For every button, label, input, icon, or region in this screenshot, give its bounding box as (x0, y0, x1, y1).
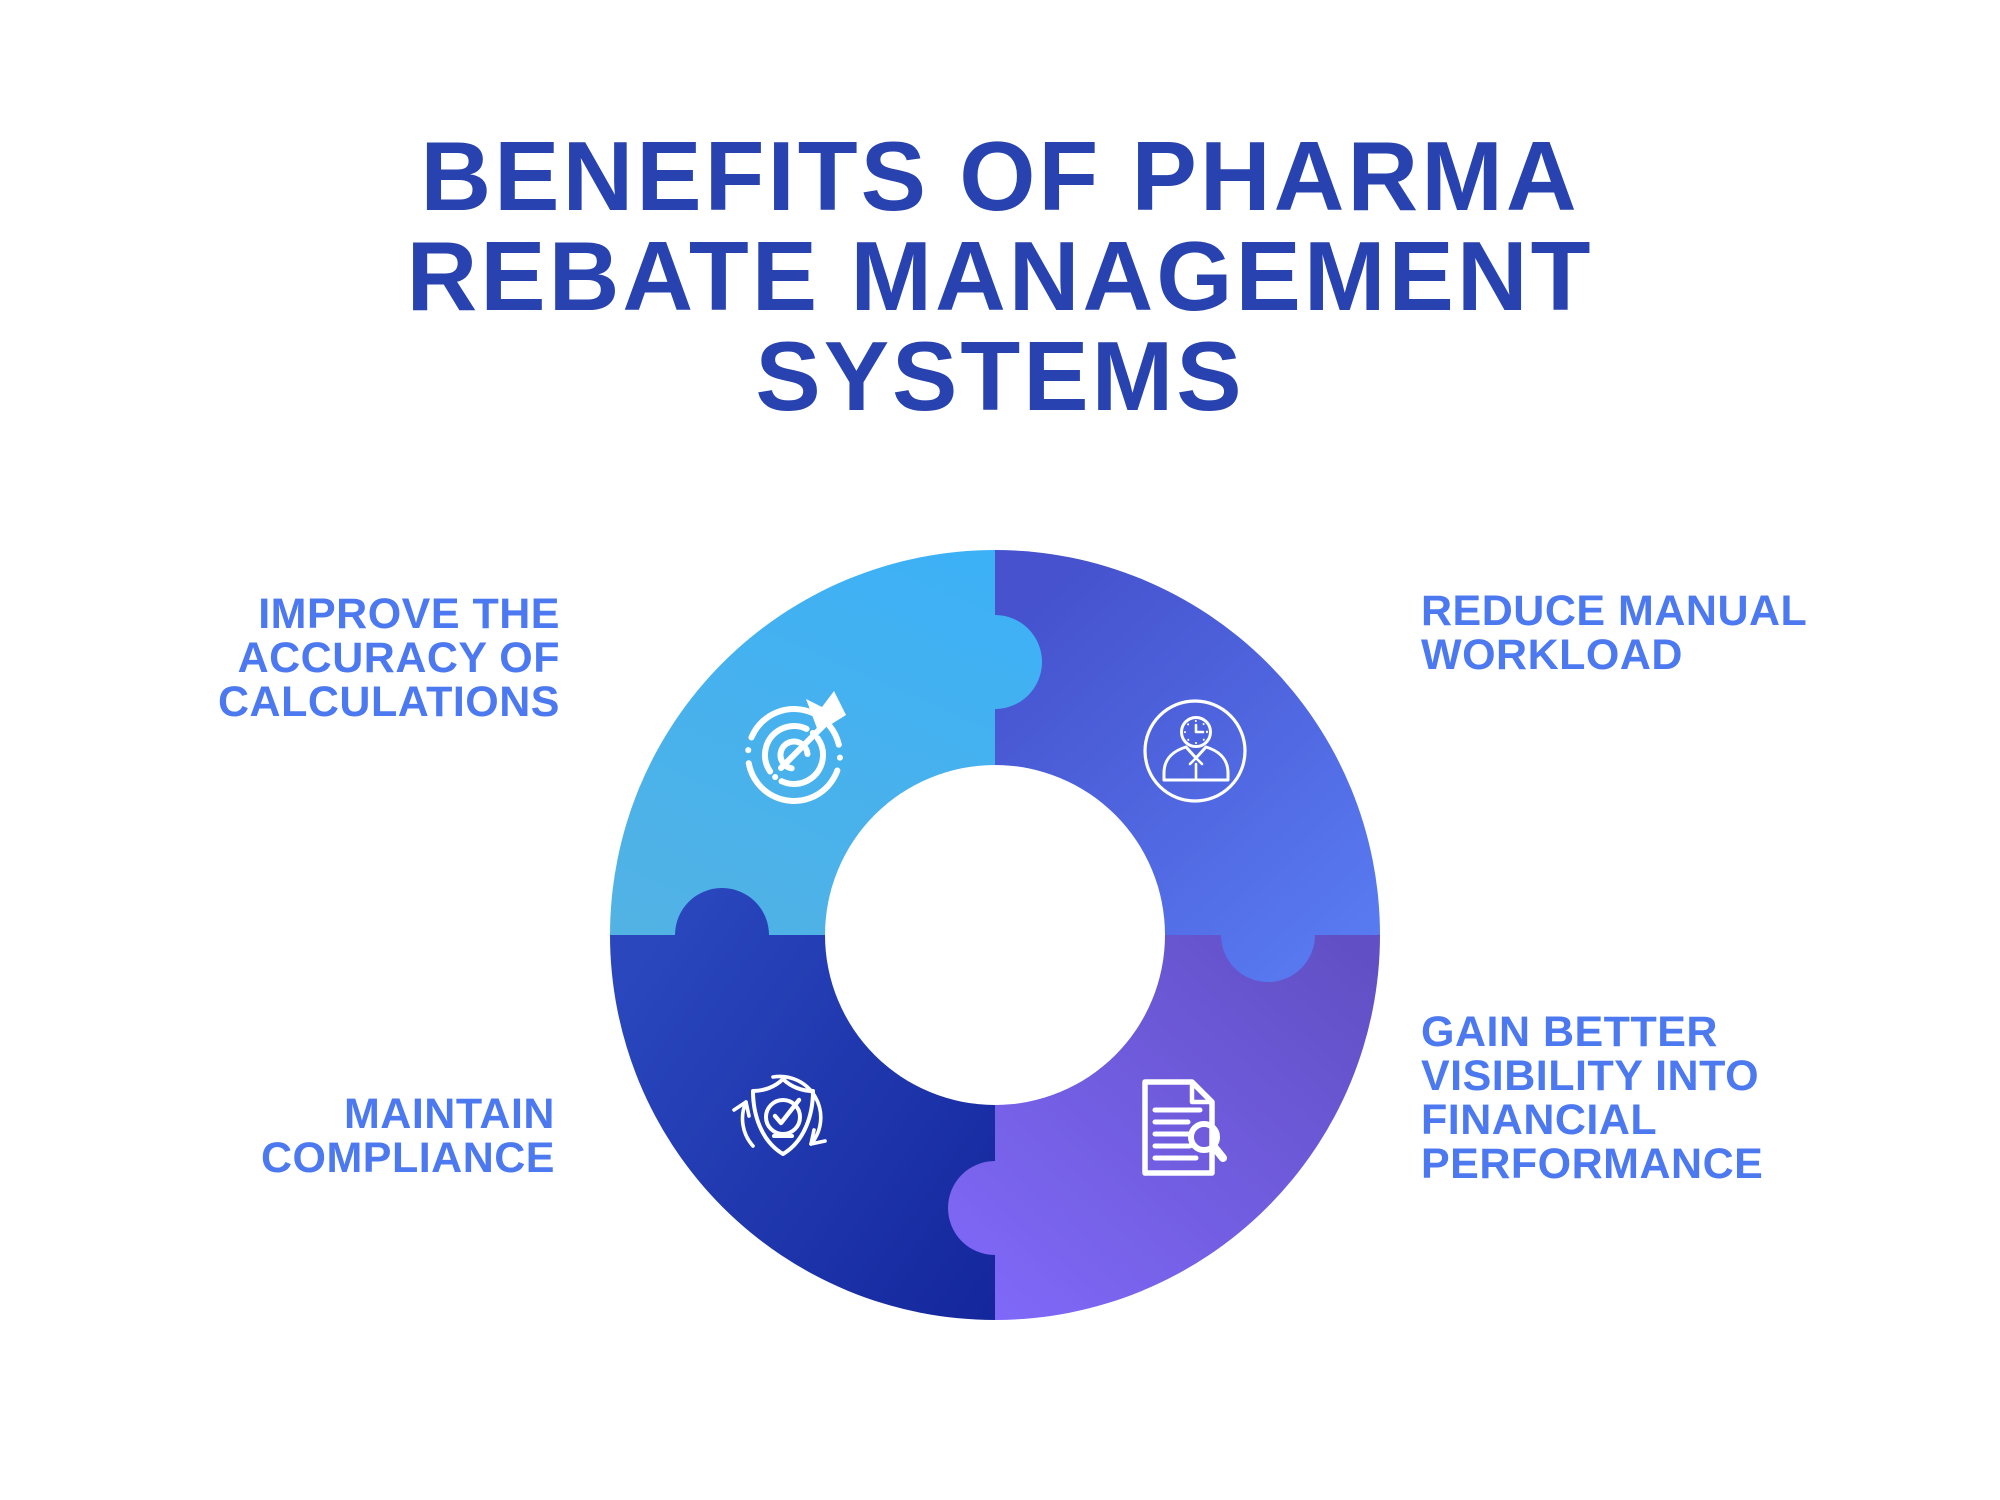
puzzle-tab-bottom (948, 1161, 1042, 1255)
shield-check-icon (732, 1074, 827, 1156)
benefit-label-line: GAIN BETTER (1421, 1008, 1718, 1056)
puzzle-tab-top (948, 615, 1042, 709)
puzzle-tab-left (675, 888, 769, 982)
benefit-label-maintain-compliance: MAINTAIN COMPLIANCE (261, 1092, 555, 1180)
benefit-label-line: ACCURACY OF (237, 634, 560, 682)
benefit-label-line: REDUCE MANUAL (1421, 587, 1808, 635)
document-search-icon (1142, 1079, 1227, 1176)
puzzle-donut-diagram (610, 550, 1380, 1320)
target-icon (745, 691, 846, 804)
benefit-label-line: VISIBILITY INTO (1421, 1052, 1760, 1100)
donut-hole (825, 765, 1165, 1105)
benefit-label-line: FINANCIAL (1421, 1096, 1658, 1144)
puzzle-tab-right (1221, 888, 1315, 982)
benefit-label-line: WORKLOAD (1421, 631, 1683, 679)
page-title-line: REBATE MANAGEMENT (406, 221, 1594, 331)
person-clock-icon (1143, 699, 1247, 803)
benefit-label-line: COMPLIANCE (260, 1134, 555, 1182)
page-title: BENEFITS OF PHARMA REBATE MANAGEMENT SYS… (0, 126, 2000, 426)
benefit-label-line: CALCULATIONS (217, 678, 560, 726)
benefit-label-gain-visibility: GAIN BETTER VISIBILITY INTO FINANCIAL PE… (1421, 1010, 1763, 1186)
benefit-label-accuracy: IMPROVE THE ACCURACY OF CALCULATIONS (218, 592, 560, 724)
benefit-label-line: MAINTAIN (343, 1090, 555, 1138)
page-title-line: SYSTEMS (755, 321, 1245, 431)
benefit-label-line: PERFORMANCE (1421, 1140, 1764, 1188)
page-title-line: BENEFITS OF PHARMA (420, 121, 1580, 231)
benefit-label-line: IMPROVE THE (258, 590, 560, 638)
benefit-label-reduce-workload: REDUCE MANUAL WORKLOAD (1421, 589, 1807, 677)
